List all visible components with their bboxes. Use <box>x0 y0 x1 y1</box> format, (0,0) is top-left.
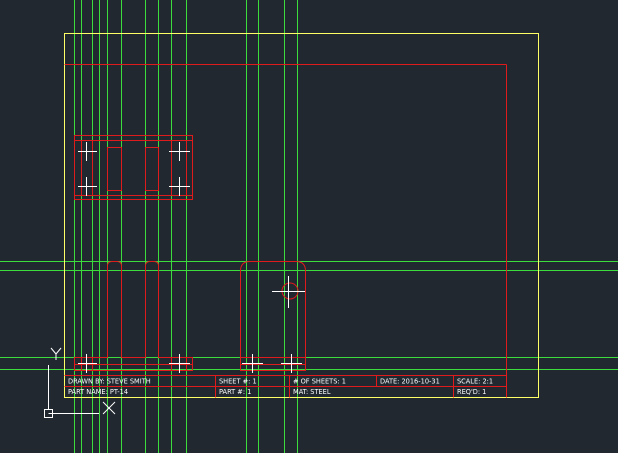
part-name-text: PART NAME: PT-14 <box>68 388 128 396</box>
drawn-by-text: DRAWN BY: STEVE SMITH <box>68 378 151 386</box>
sheet-number-text: SHEET #: 1 <box>219 378 257 386</box>
reqd-text: REQ'D: 1 <box>457 388 486 396</box>
drawing-frame <box>64 64 507 398</box>
cursor-crosshair <box>272 276 305 308</box>
ucs-icon <box>44 347 116 418</box>
part-front-view <box>74 261 193 371</box>
y-axis-glyph <box>50 347 57 355</box>
part-side-view <box>240 261 306 371</box>
center-marks <box>78 142 302 373</box>
ucs-origin-box <box>44 409 53 418</box>
title-block-text: DRAWN BY: STEVE SMITH PART NAME: PT-14 S… <box>68 378 493 397</box>
title-block <box>64 375 507 398</box>
part-number-text: PART #: 1 <box>219 388 251 396</box>
sheet-border <box>64 33 539 398</box>
scale-text: SCALE: 2:1 <box>457 378 493 386</box>
part-top-view <box>74 135 193 200</box>
material-text: MAT: STEEL <box>293 388 331 396</box>
number-of-sheets-text: # OF SHEETS: 1 <box>293 378 346 386</box>
construction-lines-vertical <box>74 0 298 453</box>
date-text: DATE: 2016-10-31 <box>380 378 440 386</box>
